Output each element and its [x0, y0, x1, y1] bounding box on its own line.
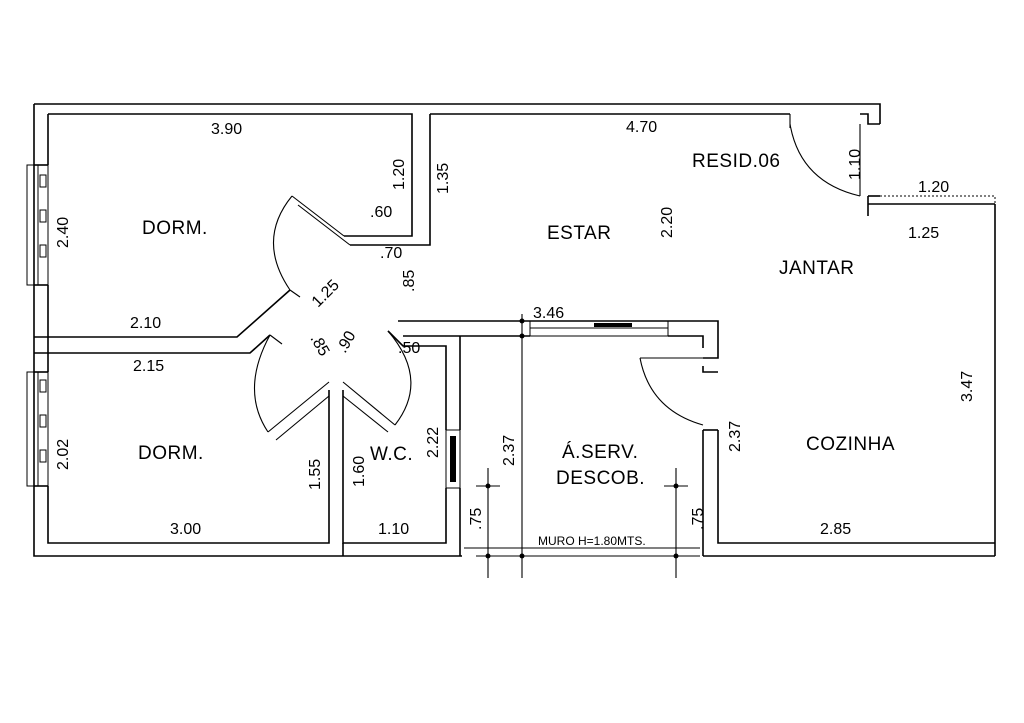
door-dorm2	[253, 334, 330, 441]
dim-wc-door: .50	[398, 340, 420, 357]
unit-label-resid: RESID.06	[692, 151, 780, 172]
dim-dorm2-bottom: 3.00	[170, 521, 201, 538]
dim-dorm1-width: 3.90	[211, 121, 242, 138]
dim-dorm2-top: 2.15	[133, 358, 164, 375]
dim-jantar-3-47: 3.47	[959, 371, 976, 402]
exterior-walls	[33, 103, 996, 557]
room-label-cozinha: COZINHA	[806, 434, 895, 455]
dim-dorm1-height: 2.40	[55, 217, 72, 248]
dim-entry-1-10: 1.10	[847, 149, 864, 180]
room-label-descob: DESCOB.	[556, 468, 645, 489]
dim-hall-085: .85	[401, 270, 418, 292]
room-label-wc: W.C.	[370, 444, 413, 465]
room-label-jantar: JANTAR	[779, 258, 854, 279]
dim-post-075-left: .75	[468, 508, 485, 530]
door-entrance	[789, 114, 861, 197]
note-muro: MURO H=1.80MTS.	[538, 534, 646, 548]
dim-wc-1-60: 1.60	[351, 456, 368, 487]
dim-door-085: .85	[307, 332, 333, 360]
dim-wall-1-35: 1.35	[435, 163, 452, 194]
dim-jantar-1-25: 1.25	[908, 225, 939, 242]
dim-aserv-2-37: 2.37	[501, 435, 518, 466]
dim-dorm1-bottom: 2.10	[130, 315, 161, 332]
room-label-aserv: Á.SERV.	[562, 442, 638, 463]
dim-door-090: .90	[334, 328, 360, 356]
window-aserv	[529, 320, 669, 337]
room-label-dorm1: DORM.	[142, 218, 208, 239]
dim-estar-width: 4.70	[626, 119, 657, 136]
dim-estar-2-20: 2.20	[659, 207, 676, 238]
dim-cozinha-bottom: 2.85	[820, 521, 851, 538]
dim-window-aserv: 3.46	[533, 305, 564, 322]
dim-door-1-20: 1.20	[391, 159, 408, 190]
window-wc	[445, 429, 461, 489]
room-label-dorm2: DORM.	[138, 443, 204, 464]
window-dorm2	[26, 371, 49, 487]
dim-wc-2-22: 2.22	[425, 427, 442, 458]
muro-wall	[464, 314, 700, 578]
dim-dorm2-height: 2.02	[55, 439, 72, 470]
door-dorm1	[273, 195, 351, 298]
door-kitchen	[639, 357, 704, 426]
dim-entry-1-20: 1.20	[918, 179, 949, 196]
dim-cozinha-2-37: 2.37	[727, 421, 744, 452]
dim-hall-070: .70	[380, 245, 402, 262]
door-wc	[342, 330, 412, 433]
dim-wc-bottom: 1.10	[378, 521, 409, 538]
dim-hall-1-25: 1.25	[309, 277, 343, 311]
window-dorm1	[26, 164, 49, 286]
dim-door-dorm1: .60	[370, 204, 392, 221]
dim-post-075-right: .75	[690, 508, 707, 530]
room-label-estar: ESTAR	[547, 223, 611, 244]
dim-dorm2-1-55: 1.55	[307, 459, 324, 490]
